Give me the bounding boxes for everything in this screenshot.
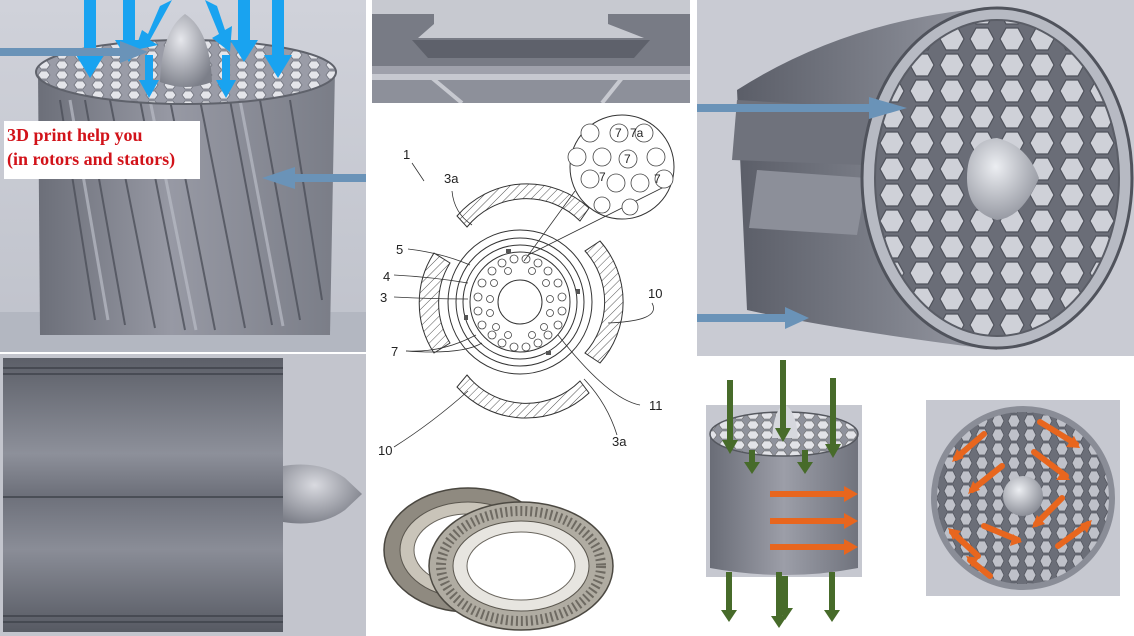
stator-inflow-arrows [697, 97, 907, 329]
detail-label-d: 7 [599, 170, 606, 184]
label-ref-1: 1 [403, 147, 410, 162]
radial-hex-rotor-render [926, 400, 1120, 596]
label-ref-11: 11 [649, 398, 663, 413]
label-ref-4: 4 [383, 269, 390, 284]
label-ref-10-right: 10 [648, 286, 662, 301]
inflow-arrows [76, 0, 292, 98]
detail-label-e: 7 [654, 172, 661, 186]
radial-outflow-arrows [948, 419, 1092, 579]
caption-line-1: 3D print help you [7, 125, 143, 145]
cylinder-side-render [0, 354, 366, 636]
radial-flow-arrows [770, 486, 858, 555]
axial-flow-arrows [721, 360, 841, 628]
detail-label-b: 7a [630, 126, 644, 140]
label-ref-3a-bottom: 3a [612, 434, 627, 449]
patent-cross-section-diagram: 7 7a 7 7 7 1 3a 5 4 3 7 10 11 3a 10 [372, 103, 698, 468]
detail-label-c: 7 [624, 152, 631, 166]
promo-caption: 3D print help you (in rotors and stators… [4, 121, 200, 179]
label-ref-5: 5 [396, 242, 403, 257]
label-ref-3: 3 [380, 290, 387, 305]
detail-label-a: 7 [615, 126, 622, 140]
caption-line-2: (in rotors and stators) [7, 149, 176, 169]
flow-direction-render [704, 360, 868, 636]
side-flow-arrows [0, 41, 366, 189]
stator-section-render [372, 0, 690, 103]
lamination-discs-photo [376, 468, 696, 636]
label-ref-7: 7 [391, 344, 398, 359]
label-ref-3a-top: 3a [444, 171, 459, 186]
label-ref-10-bottom: 10 [378, 443, 392, 458]
hexagonal-stator-render [697, 0, 1134, 356]
